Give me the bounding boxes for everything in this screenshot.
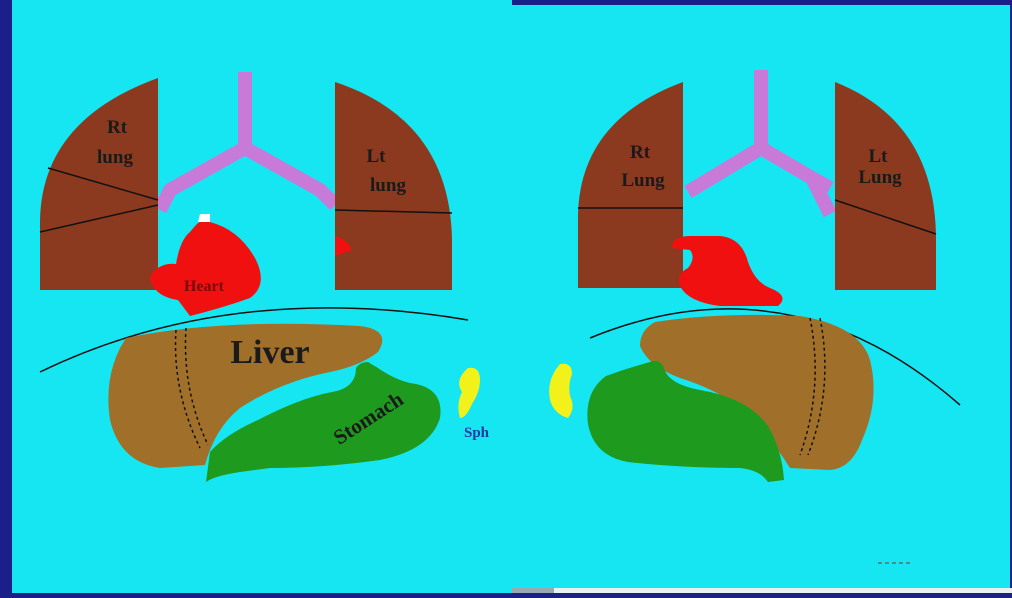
bottom-strip-dark	[512, 588, 554, 593]
right-rt-lung-label-line1: Rt	[630, 142, 651, 163]
left-heart-aorta-stub	[198, 214, 210, 222]
left-liver-label: Liver	[230, 334, 309, 371]
left-rt-lung-label-line2: lung	[97, 147, 133, 168]
right-lt-lung-label-line2: Lung	[858, 167, 902, 188]
bottom-strip	[512, 588, 1012, 593]
left-lt-lung-label-line1: Lt	[367, 146, 387, 167]
right-rt-lung-label-line2: Lung	[621, 170, 665, 191]
left-panel-background	[12, 0, 512, 593]
left-lt-lung-label-line2: lung	[370, 175, 406, 196]
right-lt-lung-label-line1: Lt	[869, 146, 889, 167]
left-heart-label: Heart	[184, 278, 225, 295]
left-spleen-label: Sph	[464, 425, 490, 441]
left-rt-lung-label-line1: Rt	[107, 117, 128, 138]
